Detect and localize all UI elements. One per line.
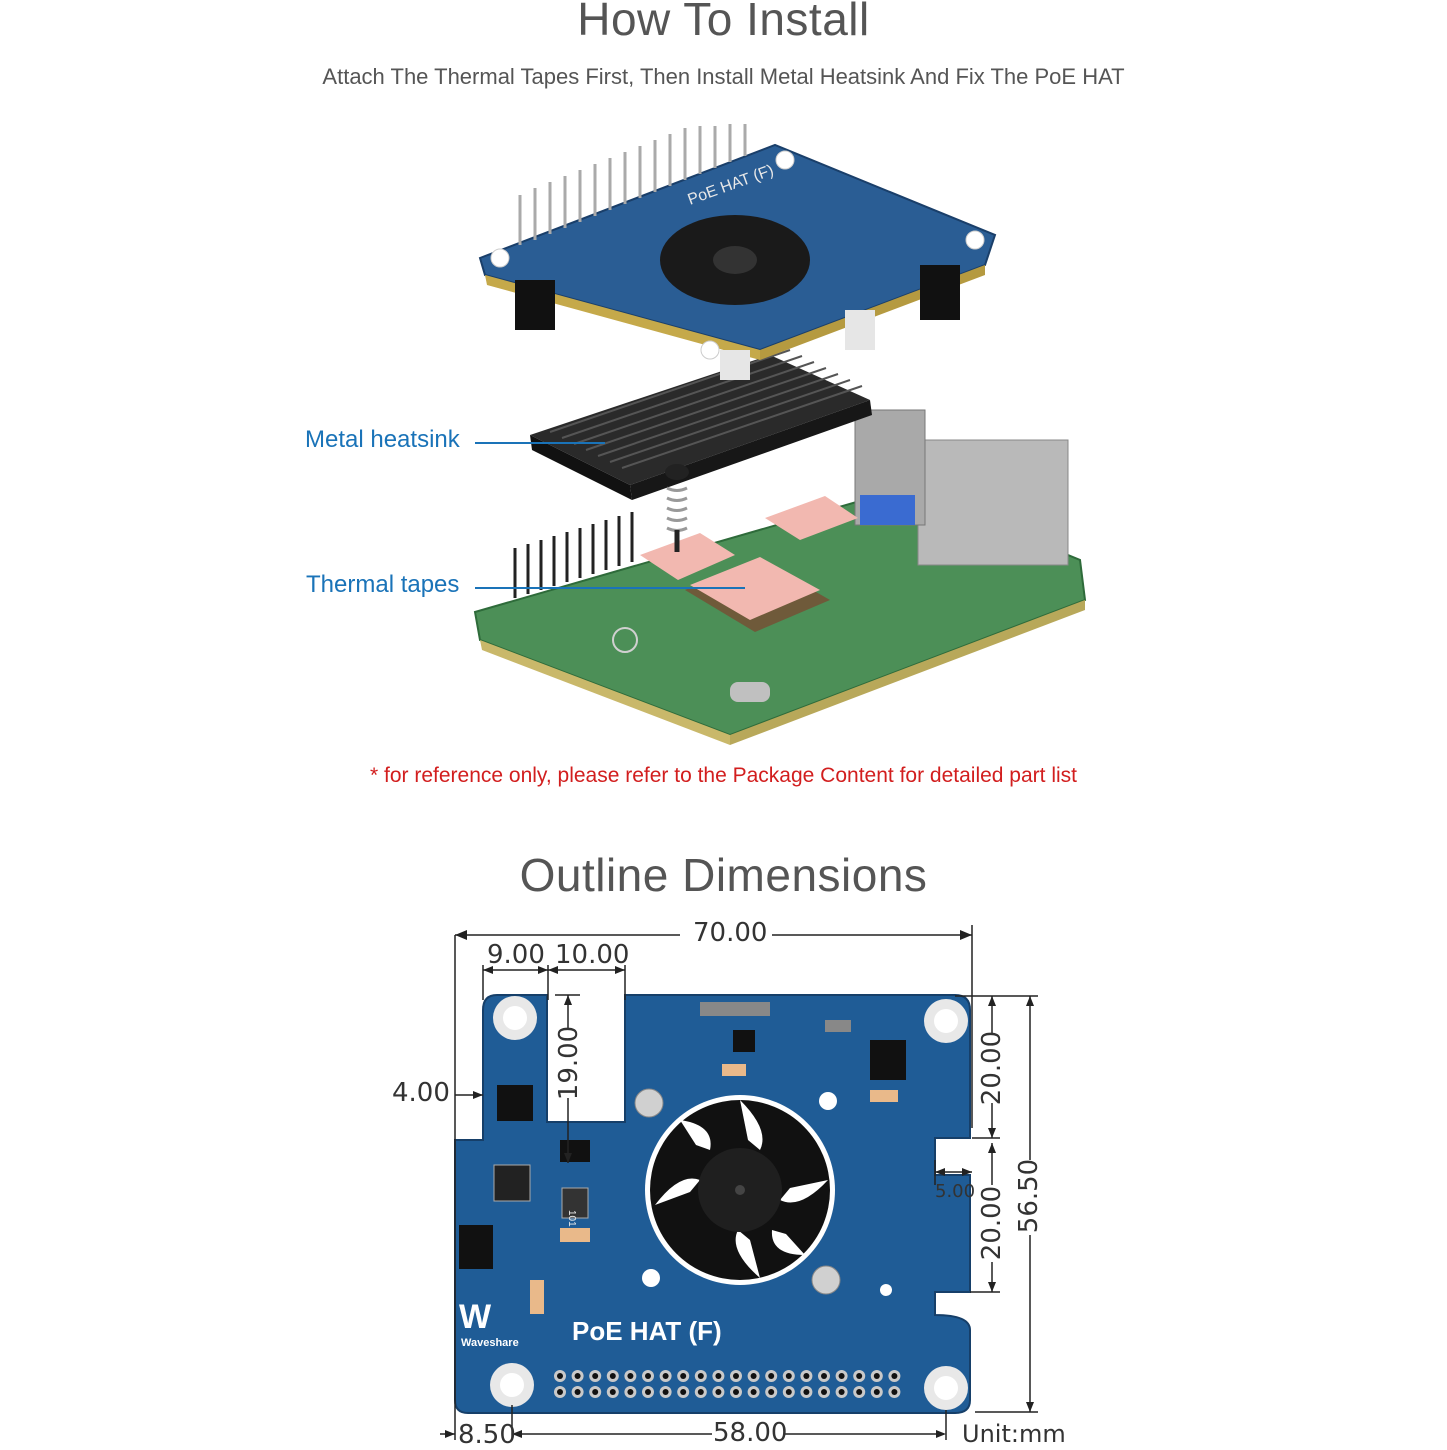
gpio-hole-center: [891, 1389, 898, 1395]
gpio-hole-center: [697, 1373, 704, 1379]
gpio-hole-center: [785, 1373, 792, 1379]
via-hole: [642, 1269, 660, 1287]
dim-hole-offset-left: 8.50: [458, 1420, 516, 1450]
via-hole: [880, 1284, 892, 1296]
gpio-hole-center: [662, 1389, 669, 1395]
waveshare-logo-icon: W: [459, 1298, 492, 1336]
gpio-header-holes: [554, 1370, 901, 1398]
dim-tab-offset: 4.00: [392, 1078, 450, 1108]
gpio-hole-center: [715, 1389, 722, 1395]
standoff-right: [920, 265, 960, 320]
usb-c-port: [730, 682, 770, 702]
dim-notch-depth: 5.00: [935, 1181, 976, 1202]
thermal-tape-small: [640, 533, 735, 580]
gpio-hole-center: [574, 1373, 581, 1379]
gpio-hole-center: [750, 1373, 757, 1379]
callout-metal-heatsink: Metal heatsink: [305, 426, 460, 453]
gpio-hole-center: [856, 1373, 863, 1379]
dim-width-total: 70.00: [693, 918, 768, 948]
dimension-arrows: [445, 930, 1034, 1438]
dim-hole-spacing: 58.00: [713, 1418, 788, 1448]
install-title: How To Install: [577, 0, 870, 45]
install-subtitle: Attach The Thermal Tapes First, Then Ins…: [322, 64, 1125, 89]
ethernet-port: [917, 439, 1069, 566]
exploded-assembly-illustration: PoE HAT (F): [473, 124, 1087, 745]
gpio-hole-center: [609, 1373, 616, 1379]
dim-slot-width: 10.00: [555, 940, 630, 970]
spring-screw: [665, 464, 689, 552]
board-label: PoE HAT (F): [572, 1316, 722, 1346]
gpio-hole-center: [557, 1373, 563, 1379]
dimension-lines: [440, 925, 1038, 1440]
gpio-pins-left: [513, 512, 634, 598]
gpio-hole-center: [785, 1389, 792, 1395]
gpio-hole-center: [838, 1373, 845, 1379]
gpio-hole-center: [627, 1373, 634, 1379]
gpio-hole-center: [680, 1389, 687, 1395]
gpio-hole-center: [768, 1373, 775, 1379]
reference-note: * for reference only, please refer to th…: [369, 764, 1077, 787]
chip-label: 101: [566, 1210, 577, 1227]
gpio-hole-center: [838, 1389, 845, 1395]
dim-notch-top: 20.00: [977, 1030, 1007, 1106]
dim-slot-depth: 19.00: [554, 1025, 584, 1101]
gpio-hole-center: [609, 1389, 616, 1395]
gpio-hole-center: [645, 1389, 651, 1395]
standoff-left: [515, 280, 555, 330]
gpio-hole-center: [803, 1373, 810, 1379]
hat-header-pins: [518, 124, 747, 245]
via-hole: [819, 1092, 837, 1110]
metal-heatsink: [530, 349, 872, 500]
outline-drawing: 101 W Waveshare PoE HAT (F): [440, 925, 1038, 1440]
raspberry-pi-board: [473, 409, 1087, 745]
raspberry-logo-icon: [612, 627, 638, 653]
dim-notch-bottom: 20.00: [977, 1185, 1007, 1261]
gpio-hole-center: [733, 1373, 739, 1379]
dim-height-total: 56.50: [1014, 1158, 1044, 1234]
poe-hat-board-3d: PoE HAT (F): [478, 124, 997, 380]
gpio-hole-center: [645, 1373, 651, 1379]
gpio-hole-center: [627, 1389, 634, 1395]
thermal-tape-ram: [765, 496, 858, 540]
screw-icon: [634, 1088, 664, 1118]
standoff-white-2: [720, 350, 750, 380]
gpio-hole-center: [768, 1389, 775, 1395]
usb3-port: [860, 495, 915, 525]
gpio-hole-center: [715, 1373, 722, 1379]
unit-label: Unit:mm: [962, 1420, 1066, 1448]
gpio-hole-center: [592, 1389, 599, 1395]
gpio-hole-center: [891, 1373, 898, 1379]
gpio-hole-center: [821, 1373, 827, 1379]
dimensions-title: Outline Dimensions: [519, 849, 928, 901]
callout-thermal-tapes: Thermal tapes: [306, 571, 460, 598]
gpio-hole-center: [873, 1389, 880, 1395]
mounting-holes: [490, 996, 968, 1410]
gpio-hole-center: [733, 1389, 739, 1395]
gpio-hole-center: [557, 1389, 563, 1395]
fan-icon: [645, 1095, 835, 1285]
gpio-hole-center: [873, 1373, 880, 1379]
dim-tab-width: 9.00: [487, 940, 545, 970]
gpio-hole-center: [856, 1389, 863, 1395]
gpio-hole-center: [750, 1389, 757, 1395]
gpio-hole-center: [821, 1389, 827, 1395]
screw-icon: [811, 1265, 841, 1295]
brand-label: Waveshare: [461, 1337, 519, 1349]
standoff-white: [845, 310, 875, 350]
gpio-hole-center: [662, 1373, 669, 1379]
gpio-hole-center: [680, 1373, 687, 1379]
gpio-hole-center: [574, 1389, 581, 1395]
gpio-hole-center: [697, 1389, 704, 1395]
gpio-hole-center: [803, 1389, 810, 1395]
thermal-tape-large: [690, 557, 820, 620]
gpio-hole-center: [592, 1373, 599, 1379]
